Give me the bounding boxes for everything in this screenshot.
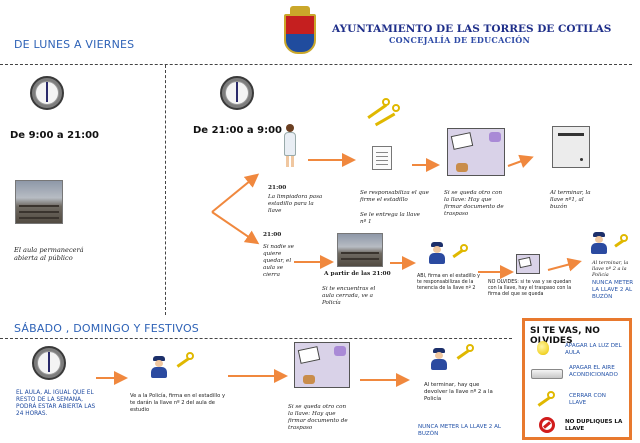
weekend-clock-icon (32, 346, 66, 380)
day-clock-icon (30, 76, 64, 110)
reminder-box: SI TE VAS, NO OLVIDES APAGAR LA LUZ DEL … (522, 318, 632, 440)
section-title-weekdays: DE LUNES A VIERNES (14, 38, 135, 51)
branch-b-return-text: Al terminar, la llave nº 2 a la Policía (592, 260, 629, 278)
night-hours: De 21:00 a 9:00 (193, 125, 282, 136)
org-subtitle: CONCEJALÍA DE EDUCACIÓN (389, 35, 531, 45)
branch-a-time: 21:00 (268, 185, 287, 191)
transfer-signing-icon (516, 254, 540, 274)
branch-b-text: Si nadie se quiere quedar, el aula se ci… (263, 244, 294, 278)
arrow-a-3 (507, 154, 534, 168)
lock-key-icon (537, 391, 559, 409)
weekend-return-police-icon (430, 348, 448, 370)
shield-icon (284, 14, 316, 54)
branch-a-end-text: Al terminar, la llave nº1, al buzón (550, 190, 591, 210)
reminder-item-light: APAGAR LA LUZ DEL AULA (565, 343, 622, 356)
weekend-police-text: Ve a la Policía, firma en el estadillo y… (130, 393, 226, 413)
day-note: El aula permanecerá abierta al público (14, 246, 84, 262)
weekend-divider (0, 338, 512, 339)
branch-a-text: La limpiadora pasa estadillo para la lla… (268, 194, 323, 214)
weekend-police-icon (150, 356, 168, 378)
document-icon (372, 146, 392, 170)
branch-b-police-text: ABI, firma en el estadillo y te responsa… (417, 274, 481, 291)
org-title: AYUNTAMIENTO DE LAS TORRES DE COTILAS (332, 23, 612, 35)
closed-classroom-photo (337, 233, 383, 267)
weekend-return-text: Al terminar, hay que devolver la llave n… (424, 382, 493, 402)
branch-a-sign-text: Se responsabiliza el que firme el estadi… (360, 190, 429, 203)
mailbox-icon (552, 126, 590, 168)
branch-b-never-text: NUNCA METER LA LLAVE 2 AL BUZÓN (592, 280, 634, 300)
night-clock-icon (220, 76, 254, 110)
day-hours: De 9:00 a 21:00 (10, 130, 99, 141)
branch-a-key-text: Se le entrega la llave nº 1 (360, 212, 420, 225)
reminder-title: SI TE VAS, NO OLVIDES (530, 326, 600, 346)
weekday-divider (0, 64, 632, 65)
branch-b-from-label: A partir de las 21:00 (324, 271, 391, 277)
key-icon (452, 244, 472, 260)
reminder-item-ac: APAGAR EL AIRE ACONDICIONADO (569, 365, 618, 378)
weekend-key-icon (176, 352, 198, 370)
arrow-branch-a (211, 173, 260, 213)
signing-documents-icon (447, 128, 505, 176)
column-divider (165, 65, 166, 315)
branch-a-swap-text: Si se queda otro con la llave: Hay que f… (444, 190, 504, 217)
weekend-swap-text: Si se queda otro con la llave: Hay que f… (288, 404, 348, 431)
weekend-clock-text: EL AULA, AL IGUAL QUE EL RESTO DE LA SEM… (16, 390, 96, 417)
crown-icon (290, 6, 310, 14)
cleaner-figure-icon (283, 124, 297, 168)
reminder-item-lock: CERRAR CON LLAVE (569, 393, 606, 406)
branch-b-time: 21:00 (263, 232, 282, 238)
branch-b-closed-text: Si te encuentras el aula cerrada, ve a P… (322, 286, 376, 306)
section-title-weekend: SÁBADO , DOMINGO Y FESTIVOS (14, 322, 199, 335)
weekend-signing-icon (294, 342, 350, 388)
light-bulb-icon (537, 341, 549, 355)
weekend-return-key-icon (456, 344, 478, 362)
police-officer-return-icon (590, 232, 608, 254)
keys-icon (362, 98, 404, 130)
no-duplicate-icon (539, 417, 555, 433)
key-return-icon (614, 234, 632, 248)
arrow-branch-b (211, 211, 260, 245)
arrow-b-4 (547, 257, 582, 272)
weekend-never-text: NUNCA METER LA LLAVE 2 AL BUZÓN (418, 424, 502, 437)
reminder-item-nodup: NO DUPLIQUES LA LLAVE (565, 419, 623, 432)
coat-of-arms (280, 6, 320, 60)
branch-b-remember-text: NO OLVIDES: si te vas y se quedan con la… (488, 280, 572, 297)
classroom-photo (15, 180, 63, 224)
police-officer-icon (428, 242, 446, 264)
air-conditioner-icon (531, 369, 563, 379)
